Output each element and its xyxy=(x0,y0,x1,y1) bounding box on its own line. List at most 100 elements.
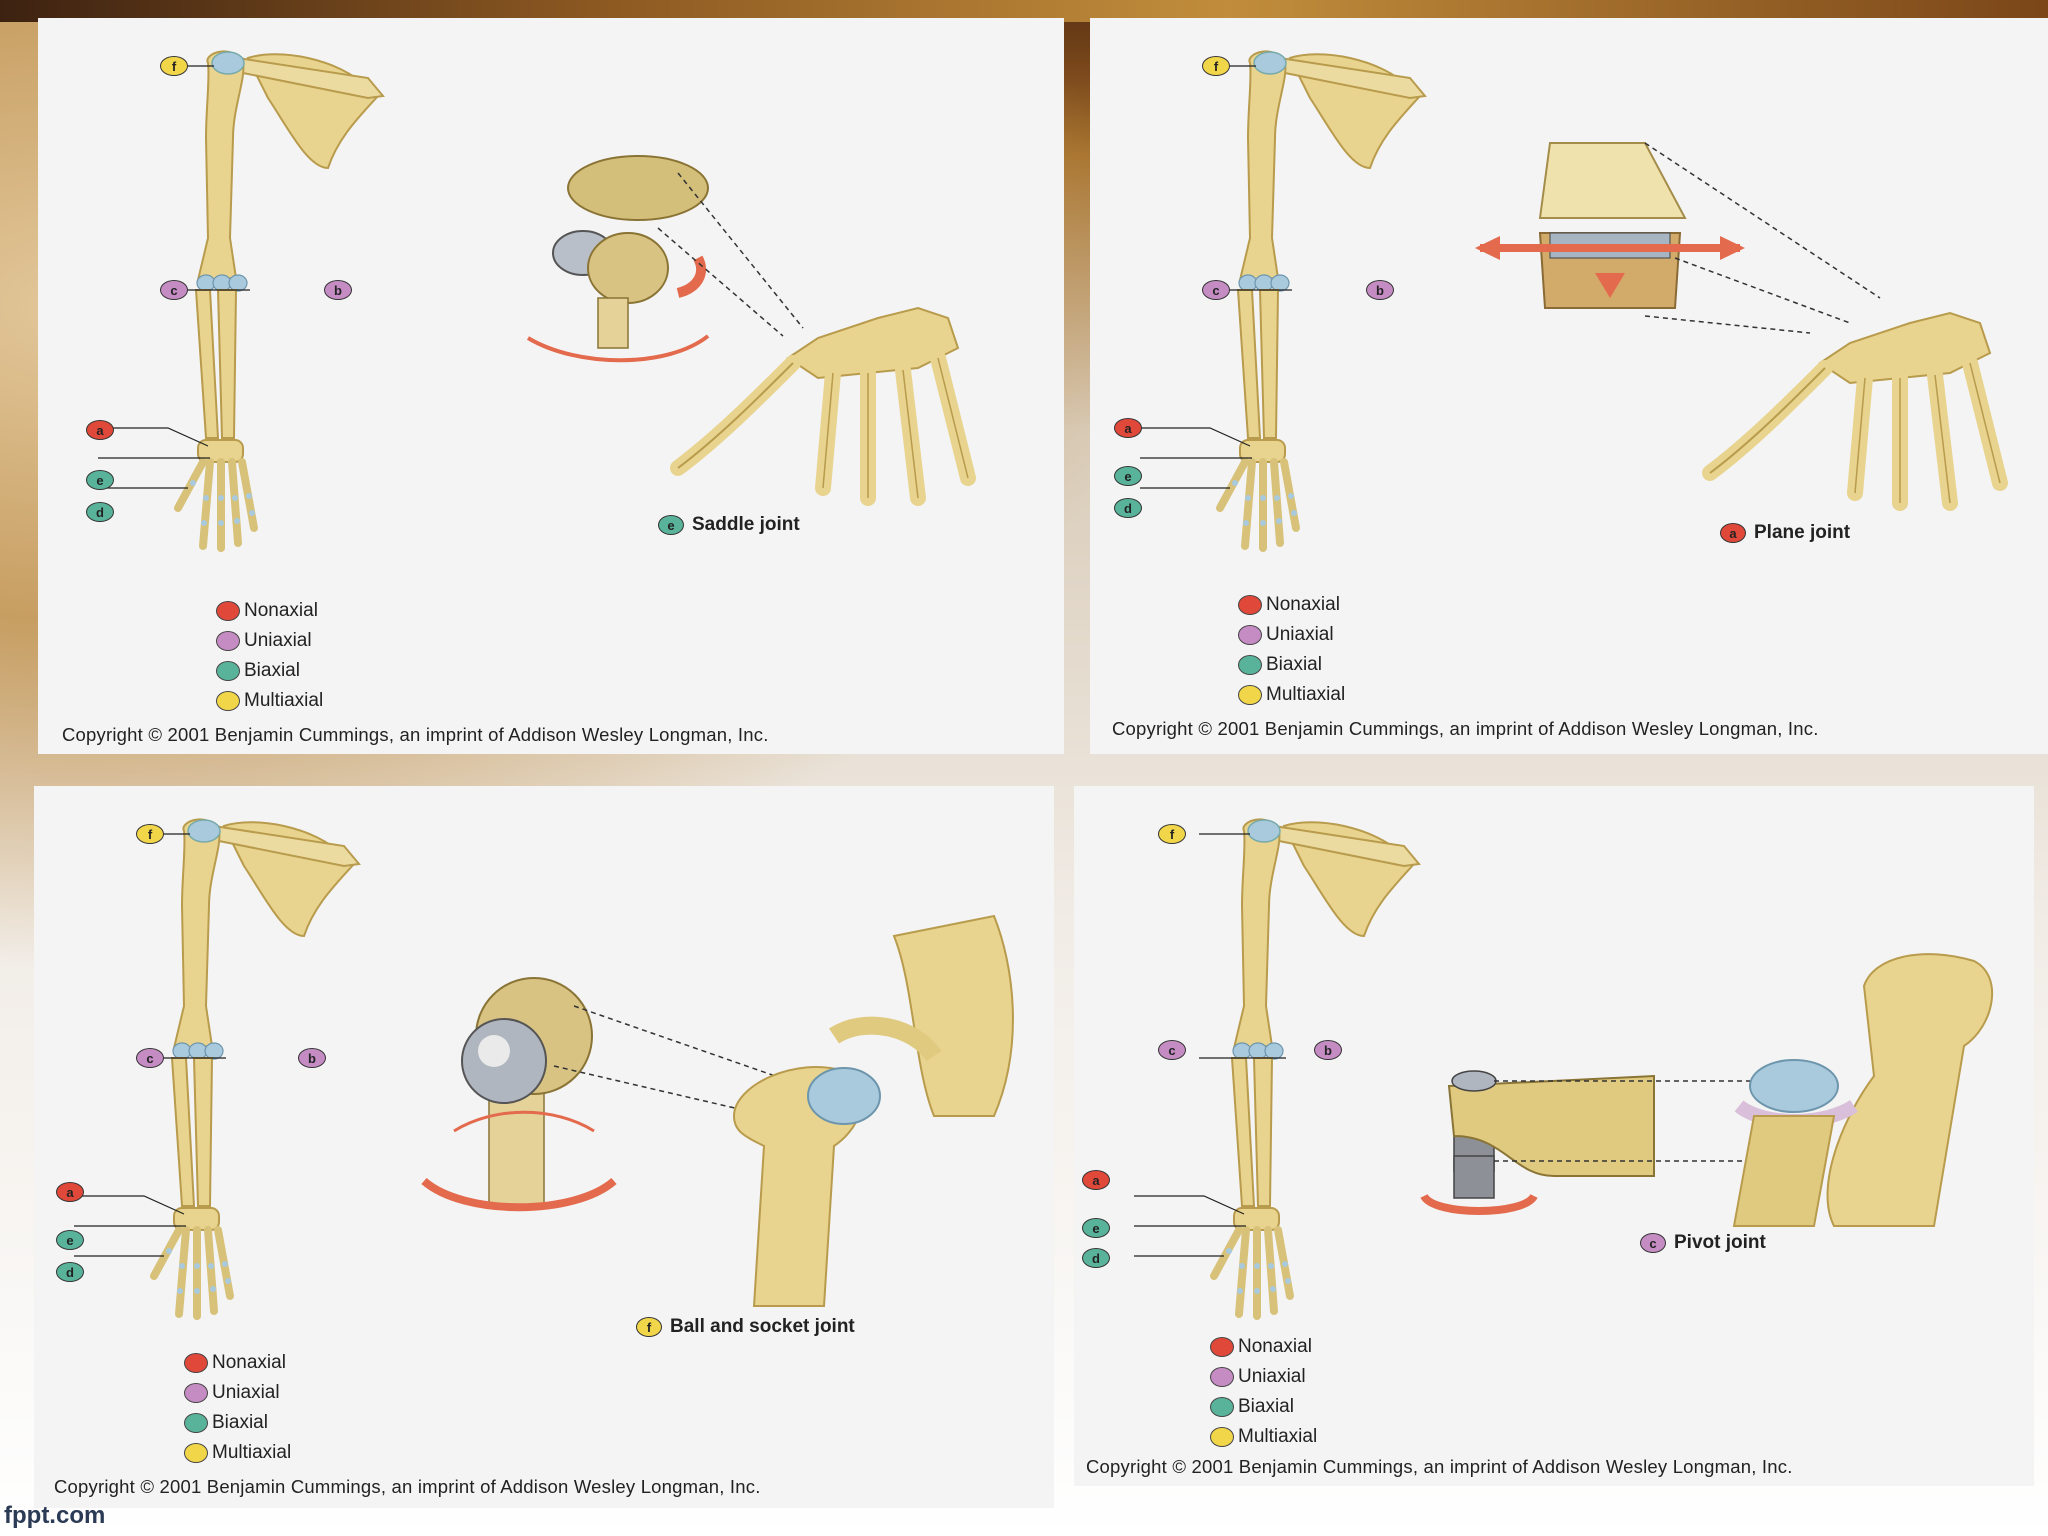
joint-title-ball-socket: f Ball and socket joint xyxy=(636,1316,855,1338)
panel-pivot-joint: f c b a e d c Pivot joint Nonaxial Uniax… xyxy=(1074,786,2034,1486)
legend-swatch xyxy=(1238,685,1262,705)
joint-title-saddle: e Saddle joint xyxy=(658,514,800,536)
legend-swatch xyxy=(216,661,240,681)
legend-label: Nonaxial xyxy=(212,1352,286,1373)
callout-a: a xyxy=(1082,1170,1110,1190)
ball-socket-illustration xyxy=(34,786,1014,1508)
legend-label: Biaxial xyxy=(212,1412,268,1433)
copyright-text: Copyright © 2001 Benjamin Cummings, an i… xyxy=(54,1476,761,1497)
elbow-illustration xyxy=(1732,953,1993,1227)
joint-title-text: Saddle joint xyxy=(692,514,800,535)
legend-swatch xyxy=(216,631,240,651)
legend-swatch xyxy=(184,1383,208,1403)
fppt-watermark[interactable]: fppt.com xyxy=(4,1502,106,1529)
legend-label: Uniaxial xyxy=(1266,624,1334,645)
legend-biaxial: Biaxial xyxy=(1210,1392,1317,1422)
joint-badge: e xyxy=(658,515,684,535)
legend-label: Uniaxial xyxy=(1238,1366,1306,1387)
joint-title-pivot: c Pivot joint xyxy=(1640,1232,1766,1254)
legend-multiaxial: Multiaxial xyxy=(216,686,323,716)
legend-label: Nonaxial xyxy=(1238,1336,1312,1357)
legend-multiaxial: Multiaxial xyxy=(184,1438,291,1468)
copyright-text: Copyright © 2001 Benjamin Cummings, an i… xyxy=(62,724,769,745)
callout-f: f xyxy=(1202,56,1230,76)
callout-c: c xyxy=(1202,280,1230,300)
legend-swatch xyxy=(216,691,240,711)
legend-swatch xyxy=(184,1353,208,1373)
legend-uniaxial: Uniaxial xyxy=(184,1378,291,1408)
legend: Nonaxial Uniaxial Biaxial Multiaxial xyxy=(184,1348,291,1468)
legend: Nonaxial Uniaxial Biaxial Multiaxial xyxy=(1238,590,1345,710)
callout-e: e xyxy=(1114,466,1142,486)
panel-plane-joint: f c b a e d a Plane joint Nonaxial Uniax… xyxy=(1090,18,2048,754)
legend-label: Multiaxial xyxy=(212,1442,292,1463)
callout-d: d xyxy=(1114,498,1142,518)
shoulder-illustration xyxy=(732,914,1014,1307)
legend-swatch xyxy=(184,1443,208,1463)
copyright-text: Copyright © 2001 Benjamin Cummings, an i… xyxy=(1086,1456,1793,1477)
callout-a: a xyxy=(86,420,114,440)
legend-uniaxial: Uniaxial xyxy=(216,626,323,656)
callout-a: a xyxy=(56,1182,84,1202)
callout-b: b xyxy=(1366,280,1394,300)
callout-a: a xyxy=(1114,418,1142,438)
saddle-joint-model xyxy=(526,155,804,363)
pivot-model xyxy=(1420,1070,1814,1215)
joint-badge: c xyxy=(1640,1233,1666,1253)
legend-swatch xyxy=(1238,655,1262,675)
legend-nonaxial: Nonaxial xyxy=(1210,1332,1317,1362)
legend: Nonaxial Uniaxial Biaxial Multiaxial xyxy=(216,596,323,716)
callout-e: e xyxy=(86,470,114,490)
legend-label: Nonaxial xyxy=(1266,594,1340,615)
joint-title-plane: a Plane joint xyxy=(1720,522,1850,544)
callout-f: f xyxy=(160,56,188,76)
legend-label: Multiaxial xyxy=(244,690,324,711)
pivot-illustration xyxy=(1074,786,1993,1486)
joint-title-text: Pivot joint xyxy=(1674,1232,1766,1253)
joint-title-text: Plane joint xyxy=(1754,522,1851,543)
callout-e: e xyxy=(1082,1218,1110,1238)
legend-swatch xyxy=(1210,1367,1234,1387)
ball-socket-model xyxy=(421,977,805,1212)
callout-f: f xyxy=(136,824,164,844)
callout-e: e xyxy=(56,1230,84,1250)
callout-b: b xyxy=(1314,1040,1342,1060)
joint-badge: a xyxy=(1720,523,1746,543)
legend-multiaxial: Multiaxial xyxy=(1238,680,1345,710)
panel-saddle-joint: f c b a e d e Saddle joint Nonaxial Unia… xyxy=(38,18,1064,754)
legend-label: Multiaxial xyxy=(1266,684,1346,705)
callout-b: b xyxy=(324,280,352,300)
legend-biaxial: Biaxial xyxy=(184,1408,291,1438)
legend-label: Biaxial xyxy=(1238,1396,1294,1417)
legend-uniaxial: Uniaxial xyxy=(1210,1362,1317,1392)
legend-label: Nonaxial xyxy=(244,600,318,621)
legend-swatch xyxy=(1238,595,1262,615)
panel-ball-socket-joint: f c b a e d f Ball and socket joint Nona… xyxy=(34,786,1054,1508)
copyright-text: Copyright © 2001 Benjamin Cummings, an i… xyxy=(1112,718,1819,739)
legend-label: Uniaxial xyxy=(244,630,312,651)
legend-label: Biaxial xyxy=(244,660,300,681)
callout-c: c xyxy=(136,1048,164,1068)
legend-biaxial: Biaxial xyxy=(216,656,323,686)
legend-nonaxial: Nonaxial xyxy=(216,596,323,626)
legend-nonaxial: Nonaxial xyxy=(184,1348,291,1378)
joint-badge: f xyxy=(636,1317,662,1337)
legend-label: Uniaxial xyxy=(212,1382,280,1403)
legend-label: Biaxial xyxy=(1266,654,1322,675)
callout-b: b xyxy=(298,1048,326,1068)
callout-f: f xyxy=(1158,824,1186,844)
callout-d: d xyxy=(56,1262,84,1282)
legend-swatch xyxy=(216,601,240,621)
legend-nonaxial: Nonaxial xyxy=(1238,590,1345,620)
plane-joint-model xyxy=(1475,142,1881,334)
legend-swatch xyxy=(1210,1337,1234,1357)
slide-top-band xyxy=(0,0,2048,22)
legend-swatch xyxy=(184,1413,208,1433)
legend-label: Multiaxial xyxy=(1238,1426,1318,1447)
callout-d: d xyxy=(1082,1248,1110,1268)
saddle-illustration xyxy=(38,18,1064,754)
joint-title-text: Ball and socket joint xyxy=(670,1316,855,1337)
plane-illustration xyxy=(1090,18,2048,754)
callout-d: d xyxy=(86,502,114,522)
legend: Nonaxial Uniaxial Biaxial Multiaxial xyxy=(1210,1332,1317,1452)
